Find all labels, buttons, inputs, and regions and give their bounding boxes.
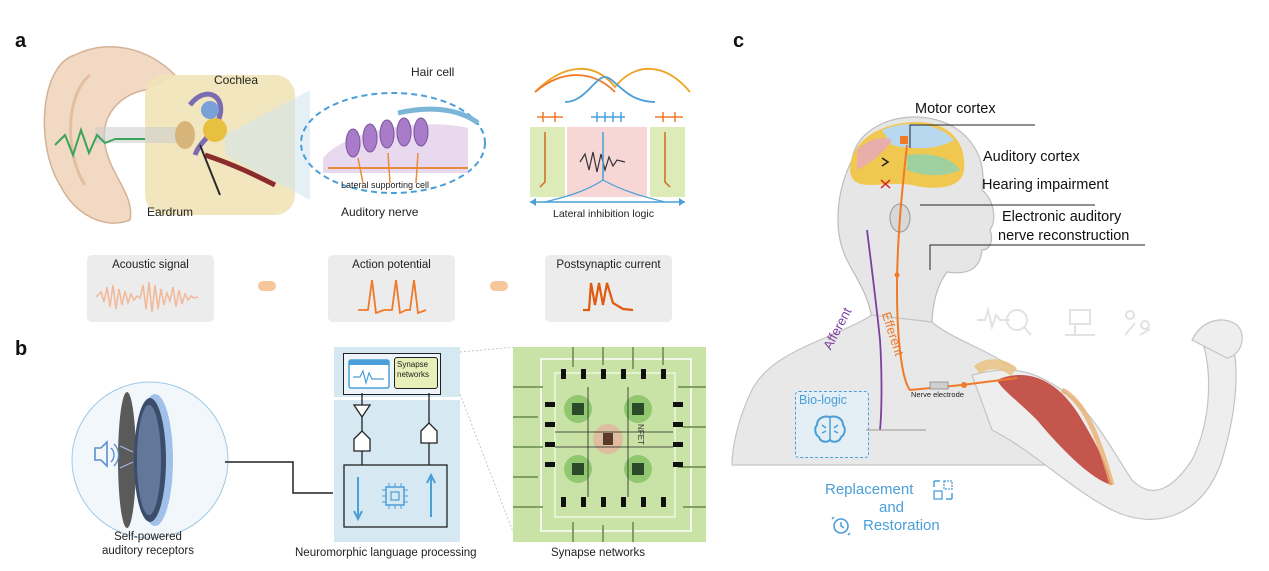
action-potential-box: Action potential	[328, 255, 455, 322]
acoustic-signal-label: Acoustic signal	[112, 259, 189, 271]
acoustic-waveform	[95, 281, 199, 313]
acoustic-signal-box: Acoustic signal	[87, 255, 214, 322]
action-potential-label: Action potential	[352, 259, 431, 271]
flow-arrow-icon	[258, 281, 276, 291]
replace-icon	[933, 480, 953, 500]
and-label: and	[879, 499, 905, 516]
cochlea-label: Cochlea	[214, 73, 259, 87]
electronic-nerve-label-line2: nerve reconstruction	[998, 228, 1130, 244]
auditory-nerve-label: Auditory nerve	[341, 205, 419, 219]
bio-logic-label: Bio-logic	[799, 393, 847, 407]
hearing-impairment-label: Hearing impairment	[982, 177, 1109, 193]
zoom-lines	[459, 346, 516, 538]
replacement-label: Replacement	[825, 481, 914, 498]
auditory-cortex-label: Auditory cortex	[983, 149, 1080, 165]
monitor-icon	[348, 359, 390, 389]
nfet-label: NFET	[635, 424, 645, 445]
human-figure-illustration	[731, 116, 1243, 520]
panel-a-letter: a	[15, 30, 27, 52]
restore-icon	[831, 516, 851, 536]
electronic-nerve-label-line1: Electronic auditory	[1002, 209, 1122, 225]
signal-flow	[343, 393, 448, 528]
restoration-label: Restoration	[863, 517, 940, 534]
connector-line	[225, 461, 333, 494]
postsynaptic-current-box: Postsynaptic current	[545, 255, 672, 322]
ear-illustration	[43, 46, 295, 224]
synapse-networks-box-label: Synapse networks	[397, 360, 430, 379]
zoom-beam	[225, 90, 310, 200]
hair-cell-detail	[300, 92, 486, 194]
bio-logic-connector	[866, 429, 926, 431]
network-caption: Synapse networks	[551, 547, 645, 559]
postsynaptic-current-label: Postsynaptic current	[556, 259, 661, 271]
eardrum-label: Eardrum	[147, 205, 194, 219]
synapse-networks-box	[394, 357, 438, 389]
analysis-icons	[977, 306, 1151, 336]
brain-icon	[814, 415, 846, 443]
receptor-illustration	[71, 381, 229, 539]
lateral-inhibition-diagram	[530, 67, 691, 206]
processing-caption: Neuromorphic language processing	[295, 547, 477, 559]
panel-c-letter: c	[733, 30, 745, 52]
lateral-supporting-cell-label: Lateral supporting cell	[341, 180, 430, 190]
processing-divider	[334, 397, 460, 400]
action-potential-waveform	[358, 279, 427, 315]
nerve-electrode-label: Nerve electrode	[911, 390, 964, 399]
bio-logic-box	[795, 391, 869, 458]
lateral-inhibition-label: Lateral inhibition logic	[553, 208, 654, 220]
hair-cell-label: Hair cell	[411, 65, 455, 79]
postsynaptic-waveform	[583, 282, 634, 312]
pcb-traces	[513, 347, 706, 542]
panel-b-letter: b	[15, 338, 28, 360]
panel-c-leader-lines	[909, 124, 1145, 270]
flow-arrow-icon	[490, 281, 508, 291]
motor-cortex-label: Motor cortex	[915, 101, 996, 117]
receptor-caption: Self-powered auditory receptors	[101, 531, 195, 557]
